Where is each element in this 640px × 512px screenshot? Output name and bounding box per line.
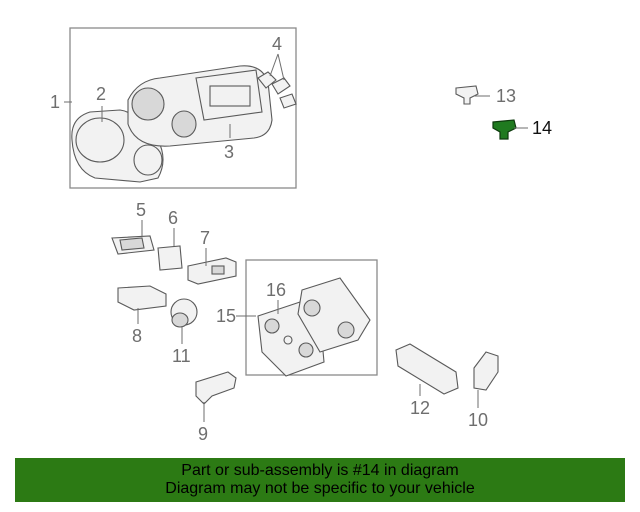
callout-11[interactable]: 11 <box>172 346 191 366</box>
callout-12[interactable]: 12 <box>410 398 430 418</box>
part-9-cylinder[interactable] <box>195 371 237 405</box>
part-5-switch[interactable] <box>111 235 155 255</box>
banner-line-1: Part or sub-assembly is #14 in diagram <box>181 462 459 479</box>
info-banner: Part or sub-assembly is #14 in diagram D… <box>15 458 625 502</box>
climate-group-box <box>245 259 378 376</box>
part-8-switch[interactable] <box>117 285 167 311</box>
part-3-cluster-body[interactable] <box>127 65 273 147</box>
callout-14[interactable]: 14 <box>532 118 552 138</box>
part-10-bracket[interactable] <box>473 351 499 391</box>
part-12-bezel[interactable] <box>395 343 459 395</box>
part-14-highlighted[interactable] <box>492 119 517 140</box>
part-13-cap[interactable] <box>455 85 479 105</box>
callout-10[interactable]: 10 <box>468 410 488 430</box>
callout-1[interactable]: 1 <box>50 92 60 112</box>
callout-3[interactable]: 3 <box>224 142 234 162</box>
callout-8[interactable]: 8 <box>132 326 142 346</box>
callout-4[interactable]: 4 <box>272 34 282 54</box>
callout-9[interactable]: 9 <box>198 424 208 444</box>
part-2-cluster-lens[interactable] <box>71 109 164 183</box>
callout-7[interactable]: 7 <box>200 228 210 248</box>
cluster-group-box <box>69 27 297 189</box>
part-11-knob[interactable] <box>170 298 198 328</box>
callout-15[interactable]: 15 <box>216 306 236 326</box>
part-16-control-rear[interactable] <box>297 277 371 353</box>
part-7-switch[interactable] <box>187 257 237 285</box>
leader-lines <box>64 53 528 422</box>
callout-16[interactable]: 16 <box>266 280 286 300</box>
part-4-bulbs[interactable] <box>257 71 297 109</box>
callout-5[interactable]: 5 <box>136 200 146 220</box>
callout-6[interactable]: 6 <box>168 208 178 228</box>
callout-13[interactable]: 13 <box>496 86 516 106</box>
banner-line-2: Diagram may not be specific to your vehi… <box>165 480 475 497</box>
part-6-switch[interactable] <box>157 245 183 271</box>
callout-2[interactable]: 2 <box>96 84 106 104</box>
